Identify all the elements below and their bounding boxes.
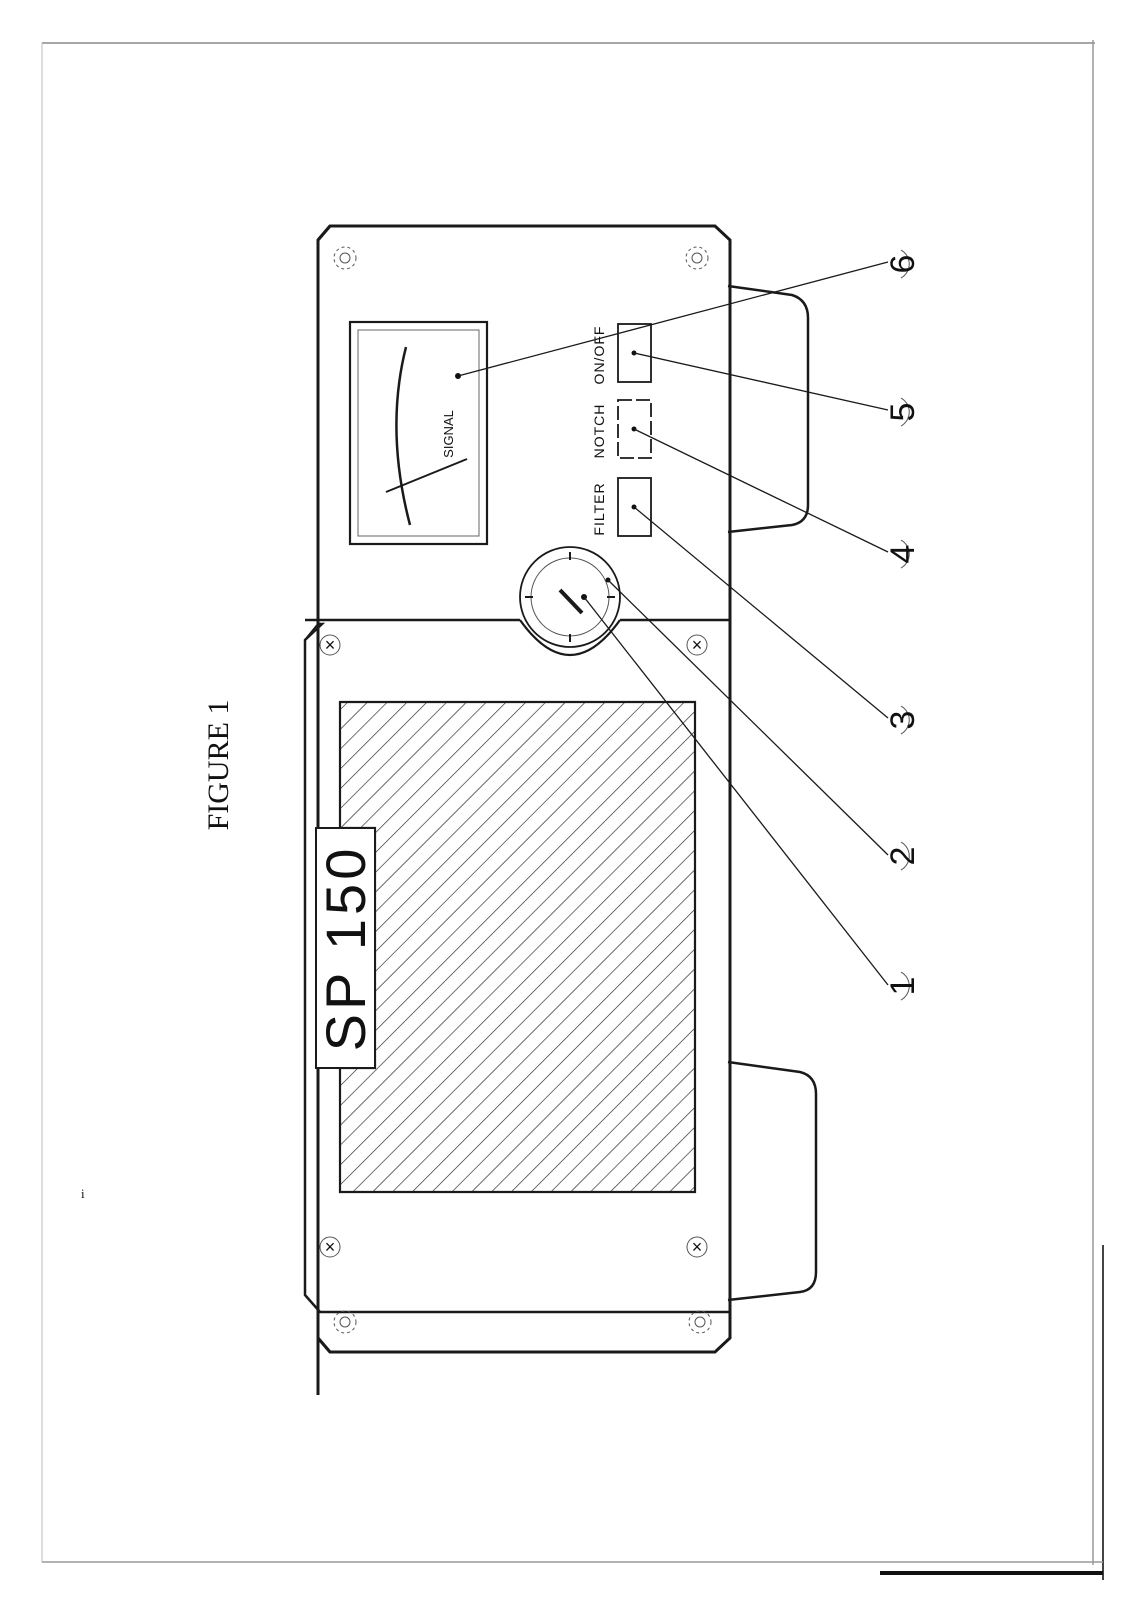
foot-right-top <box>727 284 810 534</box>
leader-2 <box>607 579 889 856</box>
leader-6 <box>457 261 889 377</box>
svg-text:4: 4 <box>884 545 922 564</box>
cabinet-outline <box>316 224 732 1395</box>
meter-label: SIGNAL <box>441 410 456 458</box>
notch-button-label: NOTCH <box>591 404 607 459</box>
meter-needle <box>385 458 468 493</box>
cabinet-fastener-icon <box>333 1310 357 1334</box>
callout-5: 5 <box>884 397 922 427</box>
svg-text:×: × <box>692 1237 703 1257</box>
callout-numbers: 1 2 3 4 5 6 <box>884 249 922 1001</box>
svg-text:3: 3 <box>884 711 922 730</box>
model-label: SP 150 <box>314 845 377 1052</box>
cabinet-fastener-icon <box>688 1310 712 1334</box>
leader-4 <box>633 428 889 553</box>
figure-title: FIGURE 1 <box>202 700 235 831</box>
svg-text:×: × <box>325 1237 336 1257</box>
callout-3: 3 <box>884 705 922 735</box>
callout-6: 6 <box>884 249 922 279</box>
screw-icon: × <box>319 634 341 656</box>
device-drawing: × × × × <box>303 224 818 1395</box>
leader-1 <box>583 596 889 986</box>
model-label-box <box>315 827 376 1069</box>
svg-text:5: 5 <box>884 403 922 422</box>
callout-2: 2 <box>884 841 922 871</box>
power-button[interactable] <box>617 323 652 383</box>
screw-icon: × <box>319 1236 341 1258</box>
volume-knob[interactable] <box>519 546 621 648</box>
page-border <box>41 40 1104 1580</box>
callout-4: 4 <box>884 539 922 569</box>
callout-1: 1 <box>884 971 922 1001</box>
svg-text:2: 2 <box>884 847 922 866</box>
screw-icon: × <box>686 1236 708 1258</box>
filter-button-label: FILTER <box>591 482 607 535</box>
svg-text:×: × <box>325 635 336 655</box>
svg-text:1: 1 <box>884 977 922 996</box>
svg-text:×: × <box>692 635 703 655</box>
cabinet-fastener-icon <box>685 246 709 270</box>
screw-icon: × <box>686 634 708 656</box>
knob-pointer <box>558 588 584 615</box>
cabinet-fastener-icon <box>333 246 357 270</box>
leader-5 <box>633 352 889 411</box>
signal-meter: SIGNAL <box>348 320 489 546</box>
leader-3 <box>633 506 889 719</box>
svg-text:6: 6 <box>884 255 922 274</box>
power-button-label: ON/OFF <box>591 326 607 385</box>
speaker-grille <box>338 700 697 1194</box>
margin-mark: i <box>81 1186 85 1201</box>
callout-leaders <box>455 261 889 986</box>
foot-right-bottom <box>727 1060 818 1302</box>
